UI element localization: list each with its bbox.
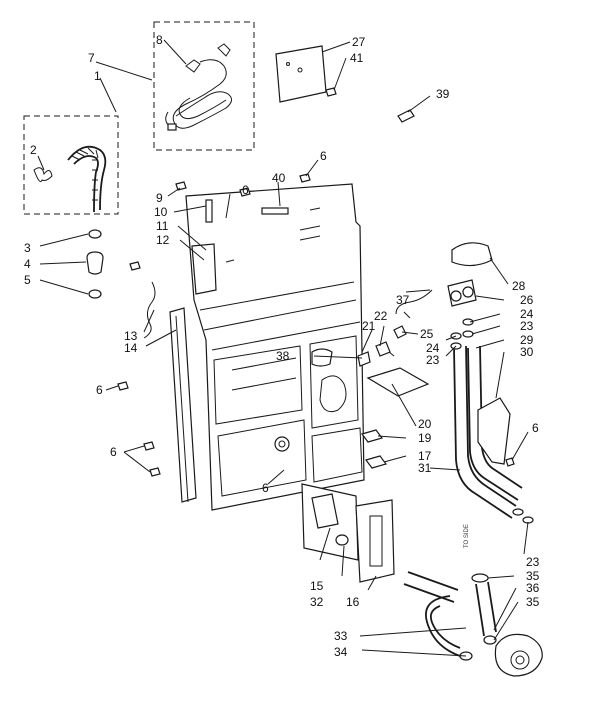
drain-hose-kit-box bbox=[23, 115, 119, 215]
callout-28: 28 bbox=[512, 279, 526, 293]
power-cord bbox=[165, 43, 232, 131]
callout-7: 7 bbox=[88, 51, 95, 65]
callout-6b: 6 bbox=[242, 183, 249, 197]
screws bbox=[117, 87, 515, 477]
power-cord-kit-box bbox=[153, 21, 255, 151]
callout-37: 37 bbox=[396, 293, 410, 307]
callout-24b: 24 bbox=[426, 341, 440, 355]
callout-26: 26 bbox=[520, 293, 534, 307]
drain-hose bbox=[33, 145, 107, 213]
callout-3: 3 bbox=[24, 241, 31, 255]
pump-bracket bbox=[301, 483, 395, 583]
callout-19: 19 bbox=[418, 431, 432, 445]
callout-12: 12 bbox=[156, 233, 170, 247]
callout-39: 39 bbox=[436, 87, 450, 101]
clip bbox=[397, 109, 415, 123]
callout-labels: 7 1 2 3 4 5 8 27 41 39 6 40 9 10 11 12 6… bbox=[24, 33, 540, 659]
callout-6c: 6 bbox=[96, 383, 103, 397]
callout-2: 2 bbox=[30, 143, 37, 157]
callout-24a: 24 bbox=[520, 307, 534, 321]
callout-32: 32 bbox=[310, 595, 324, 609]
callout-31: 31 bbox=[418, 461, 432, 475]
callout-1: 1 bbox=[94, 69, 101, 83]
callout-15: 15 bbox=[310, 579, 324, 593]
callout-29: 29 bbox=[520, 333, 534, 347]
callout-27: 27 bbox=[352, 35, 366, 49]
callout-35a: 35 bbox=[526, 569, 540, 583]
ground-wire bbox=[143, 281, 156, 339]
callout-38: 38 bbox=[276, 349, 290, 363]
valve-harness bbox=[395, 289, 433, 315]
callout-6e: 6 bbox=[262, 481, 269, 495]
hose-clamp-parts bbox=[86, 229, 104, 299]
callout-6d: 6 bbox=[110, 445, 117, 459]
pump-hose-assembly bbox=[403, 571, 543, 677]
callout-13: 13 bbox=[124, 329, 138, 343]
callout-40: 40 bbox=[272, 171, 286, 185]
inlet-hoses bbox=[453, 345, 523, 519]
callout-8: 8 bbox=[156, 33, 163, 47]
callout-23c: 23 bbox=[526, 555, 540, 569]
callout-41: 41 bbox=[350, 51, 364, 65]
rear-panel bbox=[185, 183, 365, 511]
leader-lines bbox=[37, 39, 529, 657]
callout-30: 30 bbox=[520, 345, 534, 359]
callout-11: 11 bbox=[156, 219, 169, 233]
callout-20: 20 bbox=[418, 417, 432, 431]
callout-25: 25 bbox=[420, 327, 434, 341]
callout-22: 22 bbox=[374, 309, 388, 323]
side-rail bbox=[169, 307, 197, 503]
access-cover-plate bbox=[275, 45, 327, 103]
callout-33: 33 bbox=[334, 629, 348, 643]
control-bracket bbox=[311, 325, 430, 469]
callout-23a: 23 bbox=[520, 319, 534, 333]
callout-21: 21 bbox=[362, 319, 376, 333]
hose-tag-text: TO SIDE bbox=[464, 524, 470, 548]
callout-10: 10 bbox=[154, 205, 168, 219]
callout-6a: 6 bbox=[320, 149, 327, 163]
callout-23b: 23 bbox=[426, 353, 440, 367]
callout-14: 14 bbox=[124, 341, 138, 355]
callout-34: 34 bbox=[334, 645, 348, 659]
callout-5: 5 bbox=[24, 273, 31, 287]
callout-6f: 6 bbox=[532, 421, 539, 435]
callout-36: 36 bbox=[526, 581, 540, 595]
callout-16: 16 bbox=[346, 595, 360, 609]
callout-17: 17 bbox=[418, 449, 432, 463]
callout-4: 4 bbox=[24, 257, 31, 271]
callout-9: 9 bbox=[156, 191, 163, 205]
water-valve bbox=[447, 242, 493, 307]
callout-35b: 35 bbox=[526, 595, 540, 609]
